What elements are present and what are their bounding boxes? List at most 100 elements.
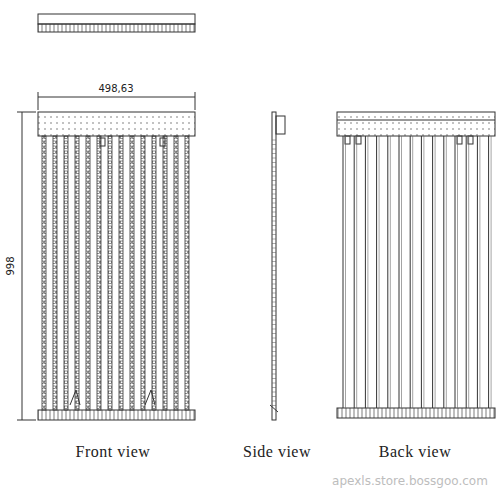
width-dimension-line bbox=[38, 97, 195, 98]
side-bracket bbox=[276, 116, 285, 134]
dimension-width: 498,63 bbox=[97, 84, 136, 94]
strip-back-line bbox=[479, 136, 480, 408]
side-pixel-tick bbox=[272, 216, 276, 217]
side-pixel-tick bbox=[272, 212, 276, 213]
strip-back-line bbox=[477, 136, 478, 408]
led-strip bbox=[86, 136, 90, 410]
strip-back-line bbox=[443, 136, 444, 408]
side-pixel-tick bbox=[272, 248, 276, 249]
strip-back-line bbox=[457, 136, 458, 408]
led-strip bbox=[64, 136, 68, 410]
strip-back-line bbox=[412, 136, 413, 408]
extension-line bbox=[17, 420, 36, 421]
back-header bbox=[337, 112, 495, 136]
strip-back-line bbox=[423, 136, 424, 408]
side-pixel-tick bbox=[272, 171, 276, 172]
strip-back-line bbox=[401, 136, 402, 408]
side-pixel-tick bbox=[272, 198, 276, 199]
side-pixel-tick bbox=[272, 140, 276, 141]
side-pixel-tick bbox=[272, 360, 276, 361]
view-caption: Back view bbox=[379, 444, 451, 460]
strip-back-line bbox=[435, 136, 436, 408]
side-pixel-tick bbox=[272, 144, 276, 145]
side-pixel-tick bbox=[272, 315, 276, 316]
side-pixel-tick bbox=[272, 234, 276, 235]
side-pixel-tick bbox=[272, 288, 276, 289]
side-pixel-tick bbox=[272, 270, 276, 271]
top-view-teeth bbox=[38, 24, 195, 32]
side-pixel-tick bbox=[272, 369, 276, 370]
extension-line bbox=[195, 92, 196, 110]
side-pixel-tick bbox=[272, 239, 276, 240]
led-strip bbox=[108, 136, 112, 410]
top-view-bar bbox=[38, 14, 195, 24]
side-pixel-tick bbox=[272, 284, 276, 285]
side-pixel-tick bbox=[272, 311, 276, 312]
extension-line bbox=[38, 92, 39, 110]
side-pixel-tick bbox=[272, 185, 276, 186]
side-pixel-tick bbox=[272, 221, 276, 222]
led-strip bbox=[163, 136, 167, 410]
strip-back-line bbox=[488, 136, 489, 408]
back-bottom-bar bbox=[337, 408, 495, 418]
side-pixel-tick bbox=[272, 374, 276, 375]
led-strip bbox=[97, 136, 101, 410]
strip-back-line bbox=[376, 136, 377, 408]
side-pixel-tick bbox=[272, 207, 276, 208]
back-header-rail bbox=[337, 120, 495, 121]
side-pixel-tick bbox=[272, 275, 276, 276]
led-strip bbox=[75, 136, 79, 410]
strip-back-line bbox=[390, 136, 391, 408]
side-pixel-tick bbox=[272, 243, 276, 244]
led-strip bbox=[185, 136, 189, 410]
side-pixel-tick bbox=[272, 356, 276, 357]
watermark: apexls.store.bossgoo.com bbox=[332, 475, 488, 487]
led-strip bbox=[174, 136, 178, 410]
side-foot bbox=[270, 405, 278, 412]
strip-back-line bbox=[356, 136, 357, 408]
side-pixel-tick bbox=[272, 351, 276, 352]
strip-back-line bbox=[399, 136, 400, 408]
side-pixel-tick bbox=[272, 405, 276, 406]
side-pixel-tick bbox=[272, 297, 276, 298]
strip-back-line bbox=[365, 136, 366, 408]
view-caption: Side view bbox=[243, 444, 311, 460]
front-bottom-bar bbox=[38, 410, 195, 420]
side-pixel-tick bbox=[272, 383, 276, 384]
side-pixel-tick bbox=[272, 293, 276, 294]
side-pixel-tick bbox=[272, 230, 276, 231]
side-pixel-tick bbox=[272, 401, 276, 402]
side-pixel-tick bbox=[272, 378, 276, 379]
strip-back-line bbox=[446, 136, 447, 408]
height-dimension-line bbox=[22, 112, 23, 420]
side-pixel-tick bbox=[272, 257, 276, 258]
side-pixel-tick bbox=[272, 266, 276, 267]
side-pixel-tick bbox=[272, 306, 276, 307]
side-pixel-tick bbox=[272, 180, 276, 181]
side-pixel-tick bbox=[272, 342, 276, 343]
side-pixel-tick bbox=[272, 302, 276, 303]
strip-back-line bbox=[468, 136, 469, 408]
strip-back-line bbox=[343, 136, 344, 408]
side-pixel-tick bbox=[272, 153, 276, 154]
side-pixel-tick bbox=[272, 365, 276, 366]
side-pixel-tick bbox=[272, 396, 276, 397]
side-pixel-tick bbox=[272, 320, 276, 321]
dimension-height: 998 bbox=[6, 254, 16, 277]
strip-back-line bbox=[410, 136, 411, 408]
strip-back-line bbox=[387, 136, 388, 408]
side-pixel-tick bbox=[272, 189, 276, 190]
strip-back-line bbox=[345, 136, 346, 408]
side-pixel-tick bbox=[272, 225, 276, 226]
strip-back-line bbox=[455, 136, 456, 408]
strip-back-line bbox=[421, 136, 422, 408]
side-pixel-tick bbox=[272, 338, 276, 339]
strip-back-line bbox=[491, 136, 492, 408]
led-strip bbox=[119, 136, 123, 410]
led-strip bbox=[141, 136, 145, 410]
side-pixel-tick bbox=[272, 203, 276, 204]
strip-back-line bbox=[466, 136, 467, 408]
side-pixel-tick bbox=[272, 279, 276, 280]
